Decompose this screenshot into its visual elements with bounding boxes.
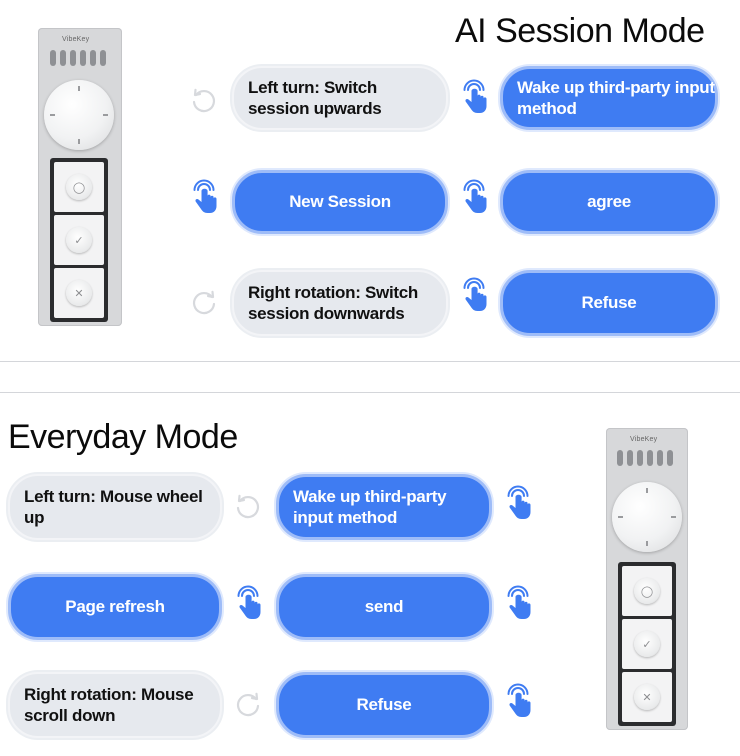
agree-key[interactable]: ✓ — [54, 215, 104, 265]
finger-tap-icon — [190, 178, 220, 218]
rotate-arrow-icon — [234, 690, 262, 718]
send-button[interactable]: send — [276, 574, 492, 640]
finger-tap-icon — [460, 276, 490, 316]
cancel-icon: ✕ — [634, 684, 660, 710]
left-turn-action: Left turn: Mouse wheel up — [8, 474, 222, 540]
finger-tap-icon — [504, 484, 534, 524]
finger-tap-icon — [504, 584, 534, 624]
cancel-icon: ✕ — [66, 280, 92, 306]
ai-session-mode-title: AI Session Mode — [455, 12, 705, 50]
speaker-grille — [50, 50, 106, 66]
agree-key[interactable]: ✓ — [622, 619, 672, 669]
check-icon: ✓ — [634, 631, 660, 657]
refuse-key[interactable]: ✕ — [622, 672, 672, 722]
rotate-arrow-icon — [190, 288, 218, 316]
everyday-mode-title: Everyday Mode — [8, 418, 238, 456]
refuse-key[interactable]: ✕ — [54, 268, 104, 318]
rotary-knob[interactable] — [612, 482, 682, 552]
left-turn-action: Left turn: Switch session upwards — [232, 66, 448, 130]
rotate-arrow-icon — [234, 492, 262, 520]
agree-button[interactable]: agree — [500, 170, 718, 234]
vibekey-device: VibeKey ◯ ✓ ✕ — [606, 428, 688, 730]
rotary-knob[interactable] — [44, 80, 114, 150]
right-rotation-action: Right rotation: Switch session downwards — [232, 270, 448, 336]
wake-input-method-button[interactable]: Wake up third-party input method — [276, 474, 492, 540]
device-brand-label: VibeKey — [62, 36, 90, 43]
rotate-arrow-icon — [190, 86, 218, 114]
section-divider — [0, 392, 740, 393]
mic-key[interactable]: ◯ — [54, 162, 104, 212]
finger-tap-icon — [234, 584, 264, 624]
finger-tap-icon — [460, 78, 490, 118]
new-session-button[interactable]: New Session — [232, 170, 448, 234]
microphone-icon: ◯ — [634, 578, 660, 604]
right-rotation-action: Right rotation: Mouse scroll down — [8, 672, 222, 738]
mic-key[interactable]: ◯ — [622, 566, 672, 616]
section-divider — [0, 361, 740, 362]
wake-input-method-button[interactable]: Wake up third-party input method — [500, 66, 718, 130]
key-panel: ◯ ✓ ✕ — [50, 158, 108, 322]
finger-tap-icon — [460, 178, 490, 218]
page-refresh-button[interactable]: Page refresh — [8, 574, 222, 640]
key-panel: ◯ ✓ ✕ — [618, 562, 676, 726]
refuse-button[interactable]: Refuse — [500, 270, 718, 336]
check-icon: ✓ — [66, 227, 92, 253]
speaker-grille — [617, 450, 673, 466]
finger-tap-icon — [504, 682, 534, 722]
device-brand-label: VibeKey — [630, 436, 658, 443]
vibekey-device: VibeKey ◯ ✓ ✕ — [38, 28, 122, 326]
refuse-button[interactable]: Refuse — [276, 672, 492, 738]
microphone-icon: ◯ — [66, 174, 92, 200]
